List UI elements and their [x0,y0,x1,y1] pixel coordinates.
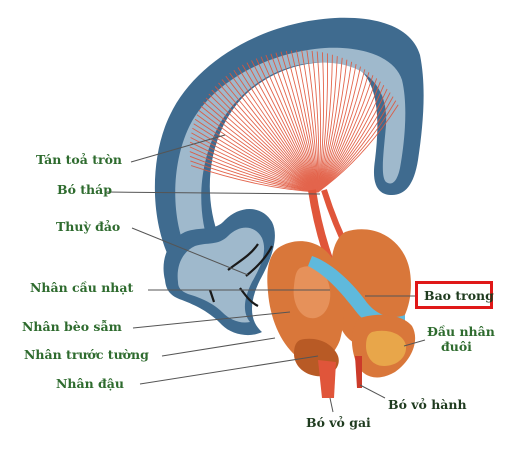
fiber [270,53,319,193]
fiber [189,141,319,193]
fiber [317,78,378,193]
fiber [316,51,322,193]
fiber [193,123,319,193]
cortex-inner [175,47,406,263]
fiber [200,105,319,193]
label-bo-thap: Bó tháp [57,182,112,197]
fiber [275,52,319,193]
fiber [221,79,319,193]
leader-bo-thap [106,191,321,195]
corticobulbar-tract [355,356,362,388]
fiber [317,54,333,193]
label-bo-vo-gai: Bó vỏ gai [306,415,371,430]
fiber [190,165,319,193]
fiber [189,146,319,193]
fiber [285,50,319,193]
corona-radiata-fibers [189,50,399,193]
fiber [218,82,319,193]
fiber [301,50,319,193]
fiber [317,66,361,193]
label-thuy-dao: Thuỳ đảo [56,219,121,234]
label-dau-nhan-duoi-line1: Đầu nhân [427,324,495,339]
fiber [192,127,319,193]
fiber [251,60,319,193]
fiber [317,96,394,193]
fiber [246,62,319,193]
fiber [203,101,319,193]
label-nhan-dau: Nhân đậu [56,376,124,391]
fiber [317,81,381,193]
fiber [306,50,319,193]
fiber [317,100,397,193]
fiber [208,93,319,193]
leader-tan-toa-tron [130,134,226,163]
label-nhan-beo-sam: Nhân bèo sẫm [22,319,122,334]
leader-bo-vo-hanh [359,384,386,399]
label-bo-vo-hanh: Bó vỏ hành [388,397,467,412]
fiber [317,64,357,193]
label-bao-trong: Bao trong [424,288,494,303]
leader-nhan-truoc-tuong [161,337,276,357]
fiber [229,72,319,193]
fiber [317,52,325,193]
fiber [317,104,399,193]
fiber [265,54,319,193]
fiber [242,64,319,193]
corticospinal-tract [318,360,336,398]
fiber [196,114,319,193]
fiber [317,53,328,193]
insula-sulci [208,243,273,307]
leader-nhan-beo-sam [132,311,291,329]
fiber [317,88,388,193]
label-tan-toa-tron: Tán toả tròn [36,152,122,167]
leader-thuy-dao [131,227,249,276]
fiber [237,67,319,193]
fiber [317,92,391,193]
highlight-box [415,281,493,309]
globus-pallidus [293,266,331,319]
leader-dau-nhan-duoi [403,339,426,347]
label-nhan-cau-nhat: Nhân cầu nhạt [30,280,134,295]
leader-lines [106,134,426,413]
fiber [205,97,319,193]
label-nhan-truoc-tuong: Nhân trước tường [24,347,149,362]
fiber [290,50,319,193]
fiber [191,132,319,193]
fiber [317,85,385,193]
fiber [317,75,374,193]
fiber [317,69,366,193]
fiber [311,50,320,193]
fiber [233,69,319,193]
fiber [317,72,370,193]
fiber [189,151,319,193]
leader-nhan-dau [139,355,319,385]
fiber [260,56,319,193]
fiber [190,137,319,193]
fiber [317,56,338,193]
label-dau-nhan-duoi-line2: đuôi [441,339,472,354]
fiber [198,110,319,193]
fiber [214,86,319,193]
insula-cortex-inner [177,227,265,323]
fiber [317,57,343,193]
caudate-yellow [366,330,407,366]
fiber [255,58,319,193]
fiber [190,160,319,193]
fiber [194,118,319,193]
cortex-outer [154,17,424,273]
leader-bo-vo-gai [329,397,334,413]
fiber [225,75,319,193]
fiber [317,61,353,193]
fiber [280,51,319,193]
internal-capsule [308,256,405,329]
fiber [317,59,348,193]
fiber [189,155,319,193]
fiber [296,50,319,193]
fiber [211,89,319,193]
